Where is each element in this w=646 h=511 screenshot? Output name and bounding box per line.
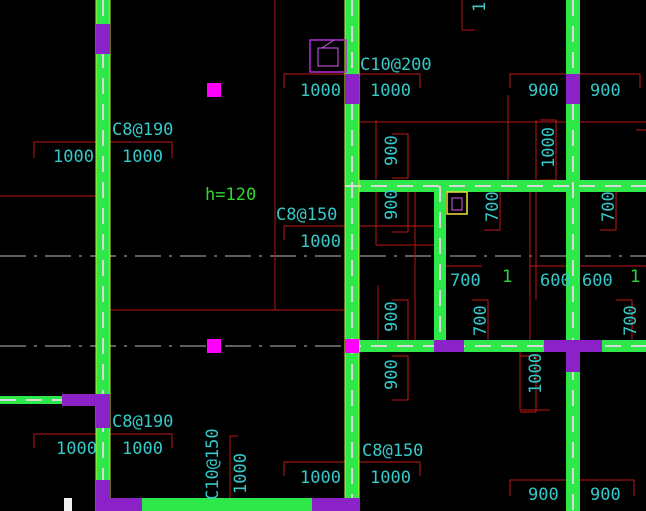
dimension-text-vertical[interactable]: 1000 xyxy=(231,453,251,494)
rebar-label[interactable]: C8@190 xyxy=(112,120,173,140)
rebar-label[interactable]: C8@150 xyxy=(362,441,423,461)
dimension-text-vertical[interactable]: 700 xyxy=(471,305,491,336)
shaft-icon xyxy=(446,191,468,215)
slab-thickness-label[interactable]: h=120 xyxy=(205,185,256,205)
dimension-text[interactable]: 1000 xyxy=(53,147,94,167)
dimension-text-vertical[interactable]: 900 xyxy=(382,135,402,166)
dimension-text-vertical[interactable]: 900 xyxy=(382,189,402,220)
markers xyxy=(207,83,359,353)
dimension-text[interactable]: 600 xyxy=(582,271,613,291)
dimension-text[interactable]: 900 xyxy=(528,81,559,101)
dimension-text[interactable]: 1000 xyxy=(56,439,97,459)
column-marker[interactable] xyxy=(345,339,359,353)
dimension-text-vertical[interactable]: 1 xyxy=(470,2,490,12)
dimension-text-vertical[interactable]: 1000 xyxy=(539,127,559,168)
grid-mark[interactable]: 1 xyxy=(630,267,640,287)
rebar-label[interactable]: C8@150 xyxy=(276,205,337,225)
grid-mark[interactable]: 1 xyxy=(502,267,512,287)
column-marker[interactable] xyxy=(207,339,221,353)
dimension-text-vertical[interactable]: 700 xyxy=(483,191,503,222)
dimension-text-vertical[interactable]: 700 xyxy=(621,305,641,336)
dimension-text[interactable]: 1000 xyxy=(300,468,341,488)
dimension-text[interactable]: 900 xyxy=(590,81,621,101)
columns xyxy=(62,24,602,511)
dimension-text[interactable]: 1000 xyxy=(300,232,341,252)
dimension-text-vertical[interactable]: 900 xyxy=(382,359,402,390)
rebar-label[interactable]: C10@200 xyxy=(360,55,432,75)
dimension-text[interactable]: 1000 xyxy=(370,81,411,101)
dimension-text[interactable]: 1000 xyxy=(122,147,163,167)
wall-end-icon xyxy=(64,498,72,511)
dimension-text[interactable]: 1000 xyxy=(300,81,341,101)
dimension-text[interactable]: 900 xyxy=(590,485,621,505)
dimension-text-vertical[interactable]: 1000 xyxy=(526,353,546,394)
dimension-text[interactable]: 900 xyxy=(528,485,559,505)
floor-drain-icon xyxy=(309,39,347,73)
dimension-text-vertical[interactable]: 700 xyxy=(599,191,619,222)
rebar-label-vertical[interactable]: C10@150 xyxy=(203,428,223,500)
dimension-text-vertical[interactable]: 900 xyxy=(382,301,402,332)
dimension-text[interactable]: 600 xyxy=(540,271,571,291)
dimension-text[interactable]: 1000 xyxy=(370,468,411,488)
column-marker[interactable] xyxy=(207,83,221,97)
dimension-text[interactable]: 700 xyxy=(450,271,481,291)
rebar-label[interactable]: C8@190 xyxy=(112,412,173,432)
dimension-text[interactable]: 1000 xyxy=(122,439,163,459)
